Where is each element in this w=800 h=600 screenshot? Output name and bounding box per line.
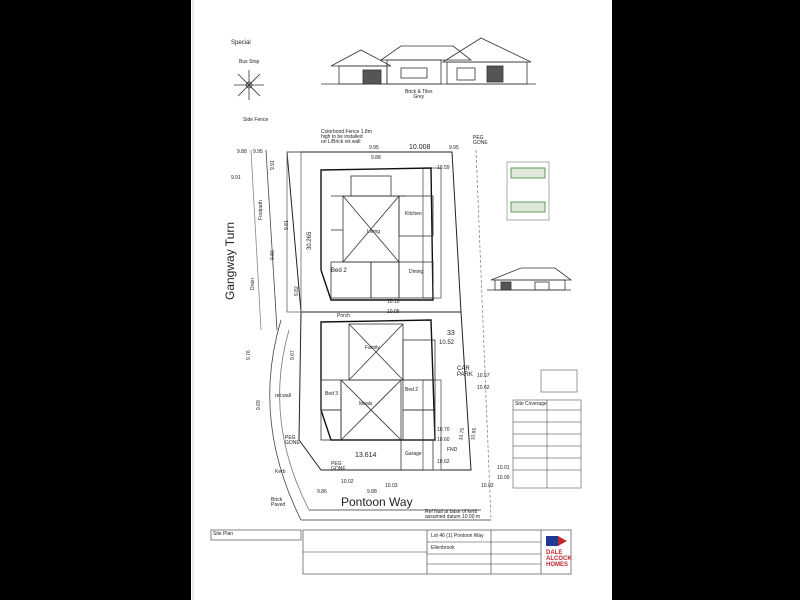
room-garage: Garage [405, 451, 422, 457]
room-porch: Porch [337, 313, 351, 319]
dim-tl-c: 9.91 [231, 175, 241, 181]
house-upper [320, 167, 434, 301]
dim-top-width: 10.008 [409, 144, 431, 151]
dim-right-f: 10.62 [477, 385, 490, 391]
label-brick-paved: Brick Paved [271, 497, 286, 508]
label-fnd: FND [447, 447, 458, 453]
dim-right-e: 10.57 [477, 373, 490, 379]
peg-gone-mid: PEG GONE [285, 435, 300, 446]
label-drain: Drain [250, 278, 256, 290]
dim-mid-a: 10.10 [387, 299, 400, 305]
site-plan-drawing [192, 0, 582, 600]
right-elevation [487, 267, 573, 291]
dim-right-j: 10.60 [437, 437, 450, 443]
street-gangway-turn: Gangway Turn [223, 221, 237, 300]
room-bed3: Bed 3 [325, 391, 339, 397]
title-block-suburb: Ellenbrook [431, 545, 455, 551]
street-pontoon-way: Pontoon Way [341, 495, 413, 509]
company-logo [546, 536, 567, 546]
lot-boundary-lower [298, 311, 472, 471]
north-arrow [234, 70, 264, 100]
dim-top-c: 9.88 [371, 155, 381, 161]
dim-top-a: 9.95 [369, 145, 379, 151]
elevation-drawing [321, 37, 536, 85]
label-bus-stop: Bus Stop [239, 59, 260, 65]
label-side-fence: Side Fence [243, 117, 269, 123]
dim-tl-b: 9.95 [253, 149, 263, 155]
dim-left-c: 9.81 [284, 220, 290, 230]
dim-lower-a: 10.01 [497, 465, 510, 471]
dim-left-f: 9.69 [256, 400, 262, 410]
dim-left-a: 9.91 [270, 160, 276, 170]
label-ret-wall: ret.wall [275, 393, 291, 399]
dim-mid-b: 10.05 [387, 309, 400, 315]
dim-tl-a: 9.88 [237, 149, 247, 155]
colorbond-note: Colorbond Fence 1.8m high to be installe… [321, 129, 372, 145]
dim-left-g: 9.67 [290, 350, 296, 360]
room-kitchen: Kitchen [405, 211, 422, 217]
dim-left-e: 9.76 [246, 350, 252, 360]
room-bed2: Bed 2 [331, 268, 347, 274]
dim-bottom-b: 9.88 [367, 489, 377, 495]
room-meals: Meals [359, 401, 373, 407]
room-living: Living [367, 229, 381, 235]
plan-sheet: Special Brick & Tiles Grey Colorbond Fen… [191, 0, 612, 600]
peg-gone-top: PEG GONE [473, 135, 488, 146]
site-plan-title: Site Plan [213, 531, 234, 537]
company-name: DALE ALCOCK HOMES [546, 550, 572, 568]
dim-bottom-c: 9.86 [317, 489, 327, 495]
dim-right-k: 10.62 [437, 459, 450, 465]
dim-lower-b: 10.00 [497, 475, 510, 481]
site-coverage-table [512, 369, 582, 489]
dim-left-d: 9.82 [294, 286, 300, 296]
room-bed2b: Bed 2 [405, 387, 419, 393]
dim-bottom-d: 10.03 [385, 483, 398, 489]
elevation-caption: Brick & Tiles Grey [405, 89, 433, 100]
dim-right-level-b: 10.52 [439, 340, 455, 346]
dim-bottom-e: 10.03 [481, 483, 494, 489]
label-footpath: Footpath [258, 200, 264, 220]
ref-nail-note: Ref Nail at base of kerb assumed datum 1… [425, 509, 481, 520]
room-dining: Dining [409, 269, 424, 275]
dim-right-lot-len: 33 [447, 330, 455, 337]
schedule-title: Site Coverage [515, 401, 547, 407]
peg-gone-bottom: PEG GONE [331, 461, 346, 472]
sheet-title-label: Special [231, 40, 251, 46]
dim-right-i: 10.70 [437, 427, 450, 433]
dim-bottom-a: 10.02 [341, 479, 354, 485]
title-block-client: Lot 46 (1) Pontoon Way [431, 533, 484, 539]
dim-left-b: 9.86 [270, 250, 276, 260]
room-family: Family [365, 345, 380, 351]
dim-bottom-width: 13.614 [355, 452, 377, 459]
dim-top-b: 9.95 [449, 145, 459, 151]
title-block [210, 529, 572, 575]
label-kerb: Kerb [275, 469, 286, 475]
label-car-park: CAR PARK [457, 366, 473, 378]
dim-left-lot-len: 30.265 [307, 231, 313, 250]
dim-right-level-a: 10.59 [437, 165, 450, 171]
